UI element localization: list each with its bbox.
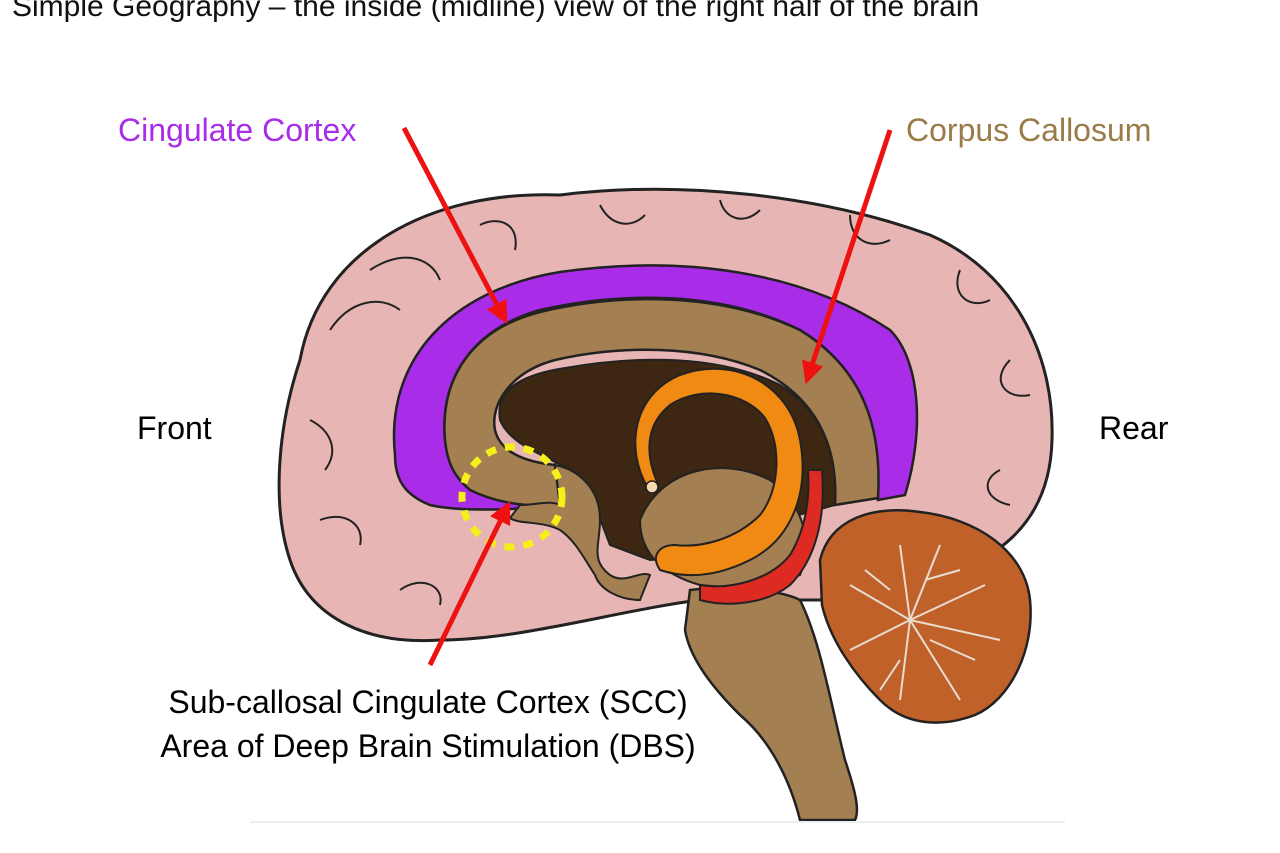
scc-dbs-highlight [458,443,566,551]
cortex-gyri [309,199,1031,606]
brainstem [683,586,859,822]
cingulate-cortex-label: Cingulate Cortex [118,112,357,148]
scc-caption: Sub-callosal Cingulate Cortex (SCC) Area… [0,680,856,768]
arrow-scc [427,500,511,667]
arrow-cingulate [401,126,508,324]
page-title: Simple Geography – the inside (midline) … [12,0,980,23]
caption-line-1: Sub-callosal Cingulate Cortex (SCC) [168,684,688,720]
cerebellum [818,509,1032,724]
rear-label: Rear [1099,410,1169,446]
cerebellum-arbor-vitae [849,544,1001,701]
fornix [634,367,804,577]
front-label: Front [137,410,212,446]
arrow-corpus [801,129,893,385]
corpus-callosum-label: Corpus Callosum [906,112,1152,148]
fornix-tip [645,480,659,494]
pons-red [699,469,824,605]
caption-line-2: Area of Deep Brain Stimulation (DBS) [160,728,696,764]
